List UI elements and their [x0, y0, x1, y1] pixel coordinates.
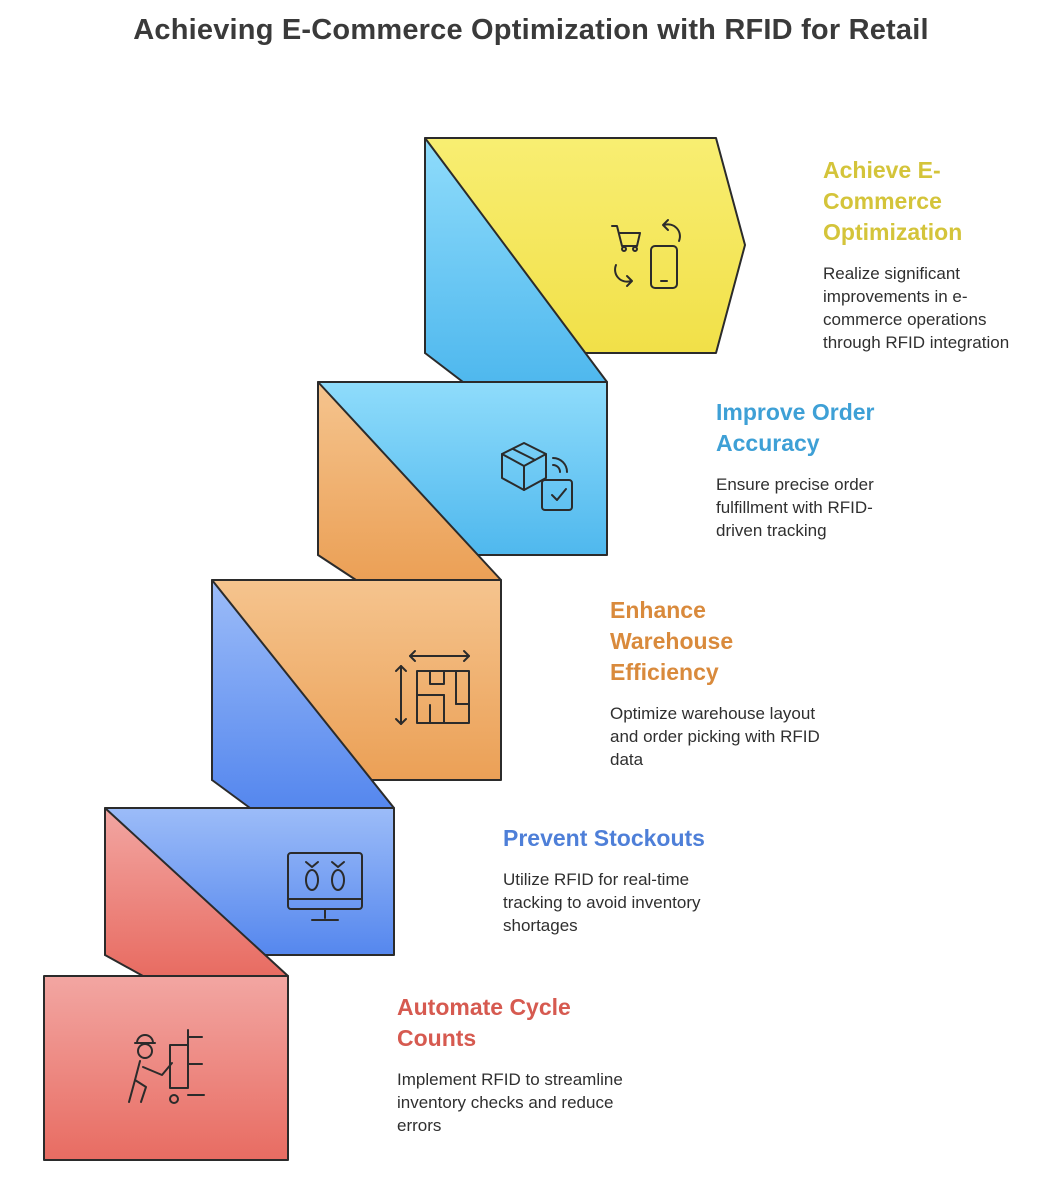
- step-2-description: Ensure precise order fulfillment with RF…: [716, 475, 874, 540]
- step-3-description: Optimize warehouse layout and order pick…: [610, 704, 820, 769]
- step-4-description: Utilize RFID for real-time tracking to a…: [503, 870, 701, 935]
- step-5-face: [43, 975, 289, 1161]
- monitor-stock-icon: [287, 852, 363, 921]
- step-2-text: Improve Order Accuracy Ensure precise or…: [716, 397, 916, 542]
- step-3-title: Enhance Warehouse Efficiency: [610, 597, 734, 685]
- step-5-description: Implement RFID to streamline inventory c…: [397, 1070, 623, 1135]
- package-rfid-check-icon: [501, 442, 573, 511]
- step-2-title: Improve Order Accuracy: [716, 399, 875, 456]
- step-1-description: Realize significant improvements in e-co…: [823, 264, 1010, 352]
- step-4-title: Prevent Stockouts: [503, 825, 705, 851]
- step-5-title: Automate Cycle Counts: [397, 994, 571, 1051]
- floor-plan-dimensions-icon: [395, 650, 470, 725]
- step-1-text: Achieve E-Commerce Optimization Realize …: [823, 155, 1043, 354]
- step-4-text: Prevent Stockouts Utilize RFID for real-…: [503, 823, 743, 937]
- step-3-text: Enhance Warehouse Efficiency Optimize wa…: [610, 595, 820, 771]
- cart-phone-sync-icon: [611, 219, 681, 289]
- worker-cart-icon: [128, 1029, 205, 1104]
- page-title: Achieving E-Commerce Optimization with R…: [133, 14, 929, 46]
- step-1-title: Achieve E-Commerce Optimization: [823, 157, 963, 245]
- step-5-text: Automate Cycle Counts Implement RFID to …: [397, 992, 627, 1137]
